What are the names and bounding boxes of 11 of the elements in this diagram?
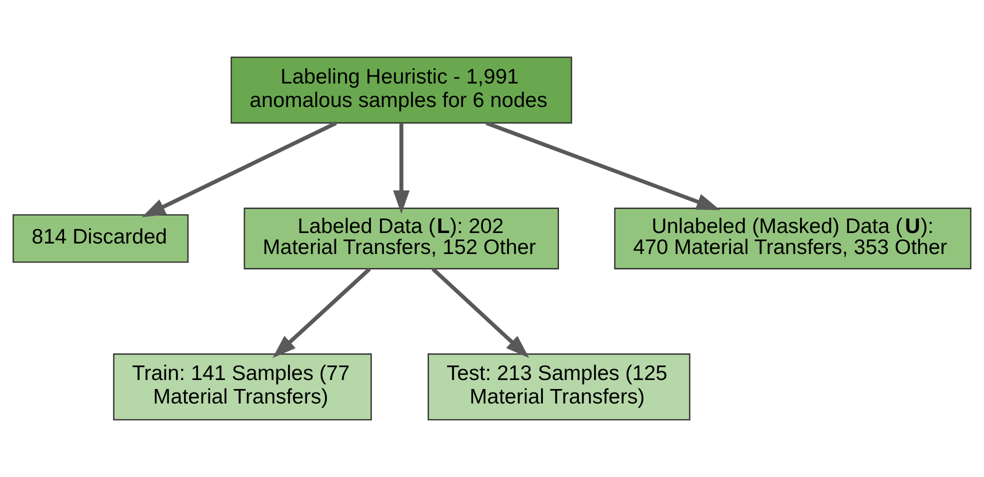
arrow [393,123,410,214]
node-box: Labeled Data (L): 202 Material Transfers, 152 Other [244,208,559,270]
arrow [272,268,371,358]
arrow [432,268,530,358]
arrow [486,121,720,210]
node-box: 814 Discarded [12,214,189,263]
arrow [142,121,337,218]
node-box: Test: 213 Samples (125 Material Transfers) [428,353,690,420]
node-box: Labeling Heuristic - 1,991 anomalous samples for 6 nodes [230,56,572,124]
node-box: Train: 141 Samples (77 Material Transfers) [113,353,372,420]
node-box: Unlabeled (Masked) Data (U): 470 Material Transfers, 353 Other [614,208,972,270]
